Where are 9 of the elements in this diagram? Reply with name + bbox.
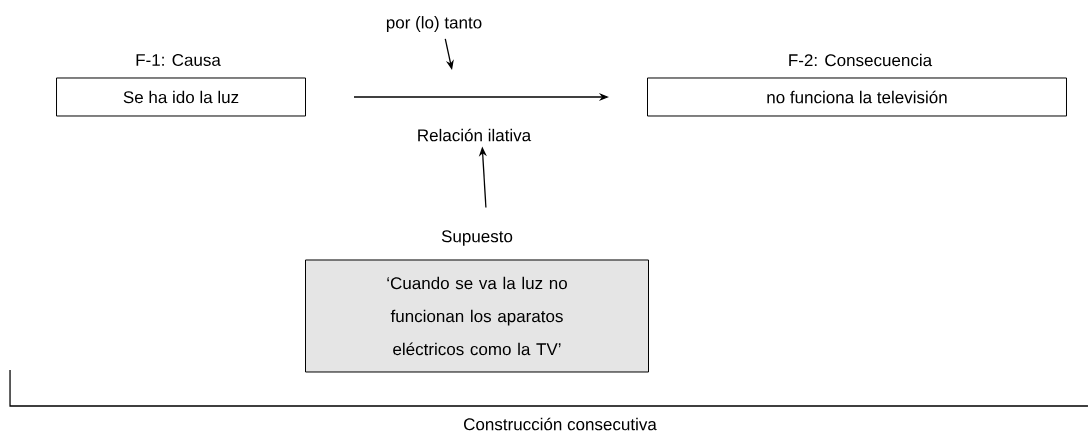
box-heading: Supuesto <box>441 230 513 246</box>
text-label: Relación ilativa <box>418 128 532 142</box>
bracket-label: Construcción consecutiva <box>464 417 657 431</box>
text-box: no funciona la televisión <box>647 77 1067 117</box>
text-box: ‘Cuando se va la luz no funcionan los aparatos eléctricos como la TV’ <box>305 259 649 373</box>
box-heading: F-2: Consecuencia <box>789 53 933 67</box>
text-box: Se ha ido la luz <box>56 77 306 117</box>
box-heading: F-1: Causa <box>136 53 221 66</box>
text-label: por (lo) tanto <box>386 16 482 32</box>
